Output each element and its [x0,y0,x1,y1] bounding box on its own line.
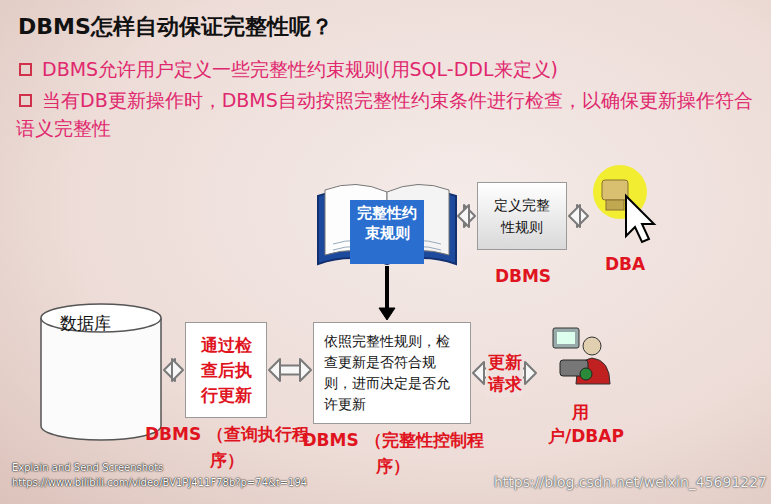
user-icon [553,328,610,384]
connector [379,266,395,320]
database-cylinder: 数据库 [40,302,162,442]
connector [569,205,588,227]
arrow-shaft-outline [280,365,300,376]
arrow-head [300,359,311,381]
node-text: 数据库 [60,312,142,335]
database-cylinder [41,304,161,440]
bullet-text: DBMS允许用户定义一些完整性约束规则(用SQL-DDL来定义) [42,55,762,83]
connector [269,359,311,381]
arrow-head [269,359,280,381]
rule-book: 完整性约束规则 [318,178,456,264]
node-caption: DBMS （完整性控制程序） [293,427,493,479]
watermark: Explain and Send Screenshots [12,462,163,473]
actor-icon: 用户/DBAP [538,318,622,448]
process-box: 定义完整性规则DBMS [477,182,567,250]
node-text: 依照完整性规则，检查更新是否符合规则，进而决定是否允许更新 [324,331,460,415]
arrow-head [569,205,580,227]
process-box: 依照完整性规则，检查更新是否符合规则，进而决定是否允许更新DBMS （完整性控制… [313,322,471,424]
dba-icon [593,165,654,242]
arrow-head [473,362,484,384]
actor-icon: DBA [590,160,660,274]
arrow-shaft [385,266,389,308]
arrow-shaft-fill [280,367,300,374]
bullet-square [20,64,31,75]
arrow-head [172,359,183,381]
node-text: DBA [605,254,645,274]
node-caption: DBMS （查询执行程序） [142,421,312,473]
arrow-head [379,308,395,320]
node-text: 定义完整性规则 [488,194,556,238]
connector [458,205,475,227]
book-icon [318,184,456,264]
slide-title: DBMS怎样自动保证完整性呢？ [18,12,333,42]
process-box: 通过检查后执行更新DBMS （查询执行程序） [185,322,267,418]
node-caption: DBMS [478,263,568,289]
node-text: 通过检查后执行更新 [196,333,256,408]
node-text: 用户/DBAP [548,400,612,448]
edge-label: 更新请求 [486,349,524,397]
connector [164,359,183,381]
watermark: https://www.bilibili.com/video/BV1PJ411F… [12,477,307,488]
arrow-head [458,205,469,227]
bullet-square [20,95,31,106]
bullet-text: 当有DB更新操作时，DBMS自动按照完整性约束条件进行检查，以确保更新操作符合语… [16,86,764,142]
node-text: 完整性约束规则 [350,200,424,264]
arrow-head [525,362,536,384]
watermark: https://blog.csdn.net/weixin_45691227 [494,474,767,490]
